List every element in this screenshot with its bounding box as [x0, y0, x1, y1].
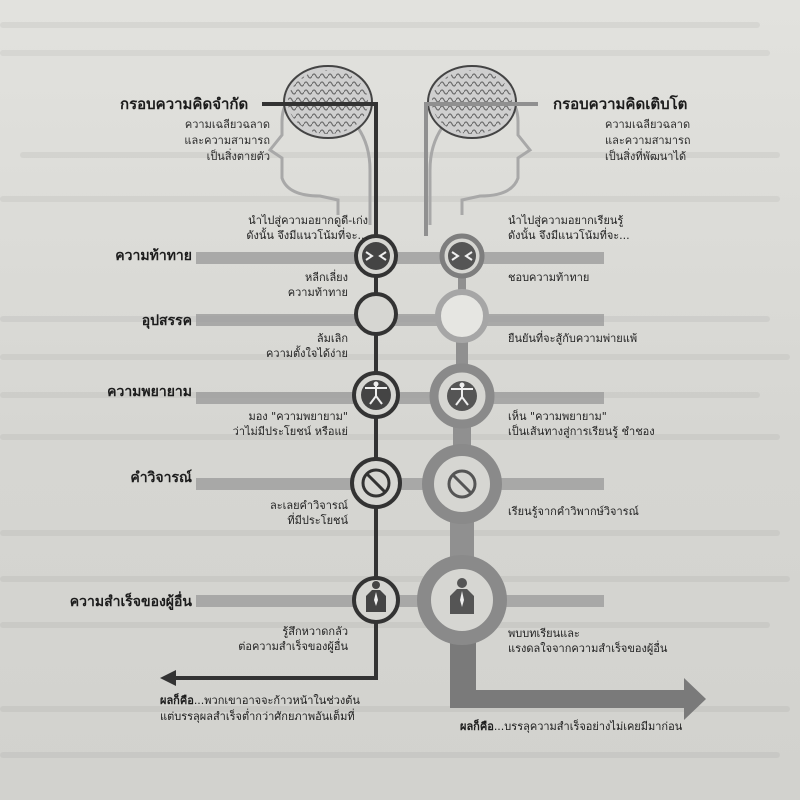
growth-effort-1: เห็น "ความพยายาม" [508, 410, 607, 423]
fixed-obstacle-2: ความตั้งใจได้ง่าย [266, 347, 348, 360]
fixed-criticism-2: ที่มีประโยชน์ [287, 514, 348, 527]
bleed-through-line [0, 622, 770, 628]
fixed-challenge-1: หลีกเลี่ยง [305, 271, 348, 284]
growth-challenge-1: ชอบความท้าทาย [508, 271, 590, 284]
band-effort [196, 392, 604, 404]
row-label-success-of-others: ความสำเร็จของผู้อื่น [69, 594, 192, 610]
fixed-mindset-desc-2: และความสามารถ [184, 134, 270, 147]
bleed-through-line [0, 22, 760, 28]
fixed-success-2: ต่อความสำเร็จของผู้อื่น [238, 640, 348, 653]
fixed-challenge-2: ความท้าทาย [287, 286, 348, 299]
fixed-mindset-desc-1: ความเฉลียวฉลาด [184, 118, 270, 131]
growth-effort-2: เป็นเส้นทางสู่การเรียนรู้ ชำชอง [508, 425, 655, 438]
fixed-obstacle-1: ล้มเลิก [316, 332, 348, 345]
bleed-through-line [0, 50, 770, 56]
growth-result-label: ผลก็คือ [460, 720, 494, 733]
bleed-through-line [0, 530, 780, 536]
left-node-effort [352, 371, 400, 419]
growth-mindset-desc-2: และความสามารถ [605, 134, 691, 147]
bleed-through-line [0, 196, 780, 202]
fixed-success-1: รู้สึกหวาดกลัว [282, 625, 348, 638]
fixed-result: ผลก็คือ...พวกเขาอาจจะก้าวหน้าในช่วงต้น [160, 694, 360, 708]
left-node-obstacle [354, 292, 398, 336]
growth-mindset-title: กรอบความคิดเติบโต [553, 95, 688, 113]
fixed-effort-2: ว่าไม่มีประโยชน์ หรือแย่ [232, 425, 348, 438]
fixed-mindset-path [172, 102, 378, 680]
band-challenge [196, 252, 604, 264]
row-label-obstacle: อุปสรรค [141, 313, 192, 329]
right-node-success [417, 555, 507, 645]
bleed-through-line [0, 434, 780, 440]
fixed-result-line-1: ...พวกเขาอาจจะก้าวหน้าในช่วงต้น [193, 694, 360, 707]
fixed-mindset-title: กรอบความคิดจำกัด [120, 95, 249, 113]
growth-criticism-1: เรียนรู้จากคำวิพากษ์วิจารณ์ [508, 505, 639, 518]
growth-obstacle-1: ยืนยันที่จะสู้กับความพ่ายแพ้ [508, 332, 638, 345]
bleed-through-line [0, 752, 780, 758]
growth-success-1: พบบทเรียนและ [508, 627, 580, 640]
fixed-effort-1: มอง "ความพยายาม" [248, 410, 348, 423]
band-success [196, 595, 604, 607]
growth-lead-1: นำไปสู่ความอยากเรียนรู้ [508, 214, 624, 227]
row-label-challenge: ความท้าทาย [115, 248, 192, 264]
fixed-result-label: ผลก็คือ [160, 694, 194, 707]
growth-result-line-1: ...บรรลุความสำเร็จอย่างไม่เคยมีมาก่อน [493, 720, 683, 733]
bleed-through-line [0, 576, 790, 582]
growth-result: ผลก็คือ...บรรลุความสำเร็จอย่างไม่เคยมีมา… [460, 720, 682, 734]
band-obstacle [196, 314, 604, 326]
right-node-criticism [422, 444, 502, 524]
growth-result-arrow [684, 678, 706, 720]
bleed-through-line [20, 152, 780, 158]
fixed-lead-1: นำไปสู่ความอยากดูดี-เก่ง [248, 214, 368, 227]
fixed-result-arrow [160, 670, 176, 686]
fixed-criticism-1: ละเลยคำวิจารณ์ [269, 499, 348, 512]
right-node-challenge [439, 233, 485, 279]
left-node-success [352, 576, 400, 624]
fixed-lead-2: ดังนั้น จึงมีแนวโน้มที่จะ... [246, 229, 368, 242]
right-node-effort [429, 363, 495, 429]
left-node-challenge [354, 234, 398, 278]
bleed-through-line [0, 706, 790, 712]
fixed-mindset-desc-3: เป็นสิ่งตายตัว [206, 150, 270, 163]
left-node-criticism [350, 457, 402, 509]
growth-success-2: แรงดลใจจากความสำเร็จของผู้อื่น [508, 642, 668, 655]
row-label-criticism: คำวิจารณ์ [130, 470, 192, 486]
growth-mindset-desc-3: เป็นสิ่งที่พัฒนาได้ [605, 150, 687, 163]
fixed-result-line-2: แต่บรรลุผลสำเร็จต่ำกว่าศักยภาพอันเต็มที่ [160, 710, 355, 723]
growth-mindset-desc-1: ความเฉลียวฉลาด [605, 118, 691, 131]
bleed-through-line [0, 354, 790, 360]
right-node-obstacle [435, 289, 489, 343]
row-label-effort: ความพยายาม [107, 384, 192, 400]
growth-lead-2: ดังนั้น จึงมีแนวโน้มที่จะ... [508, 229, 630, 242]
